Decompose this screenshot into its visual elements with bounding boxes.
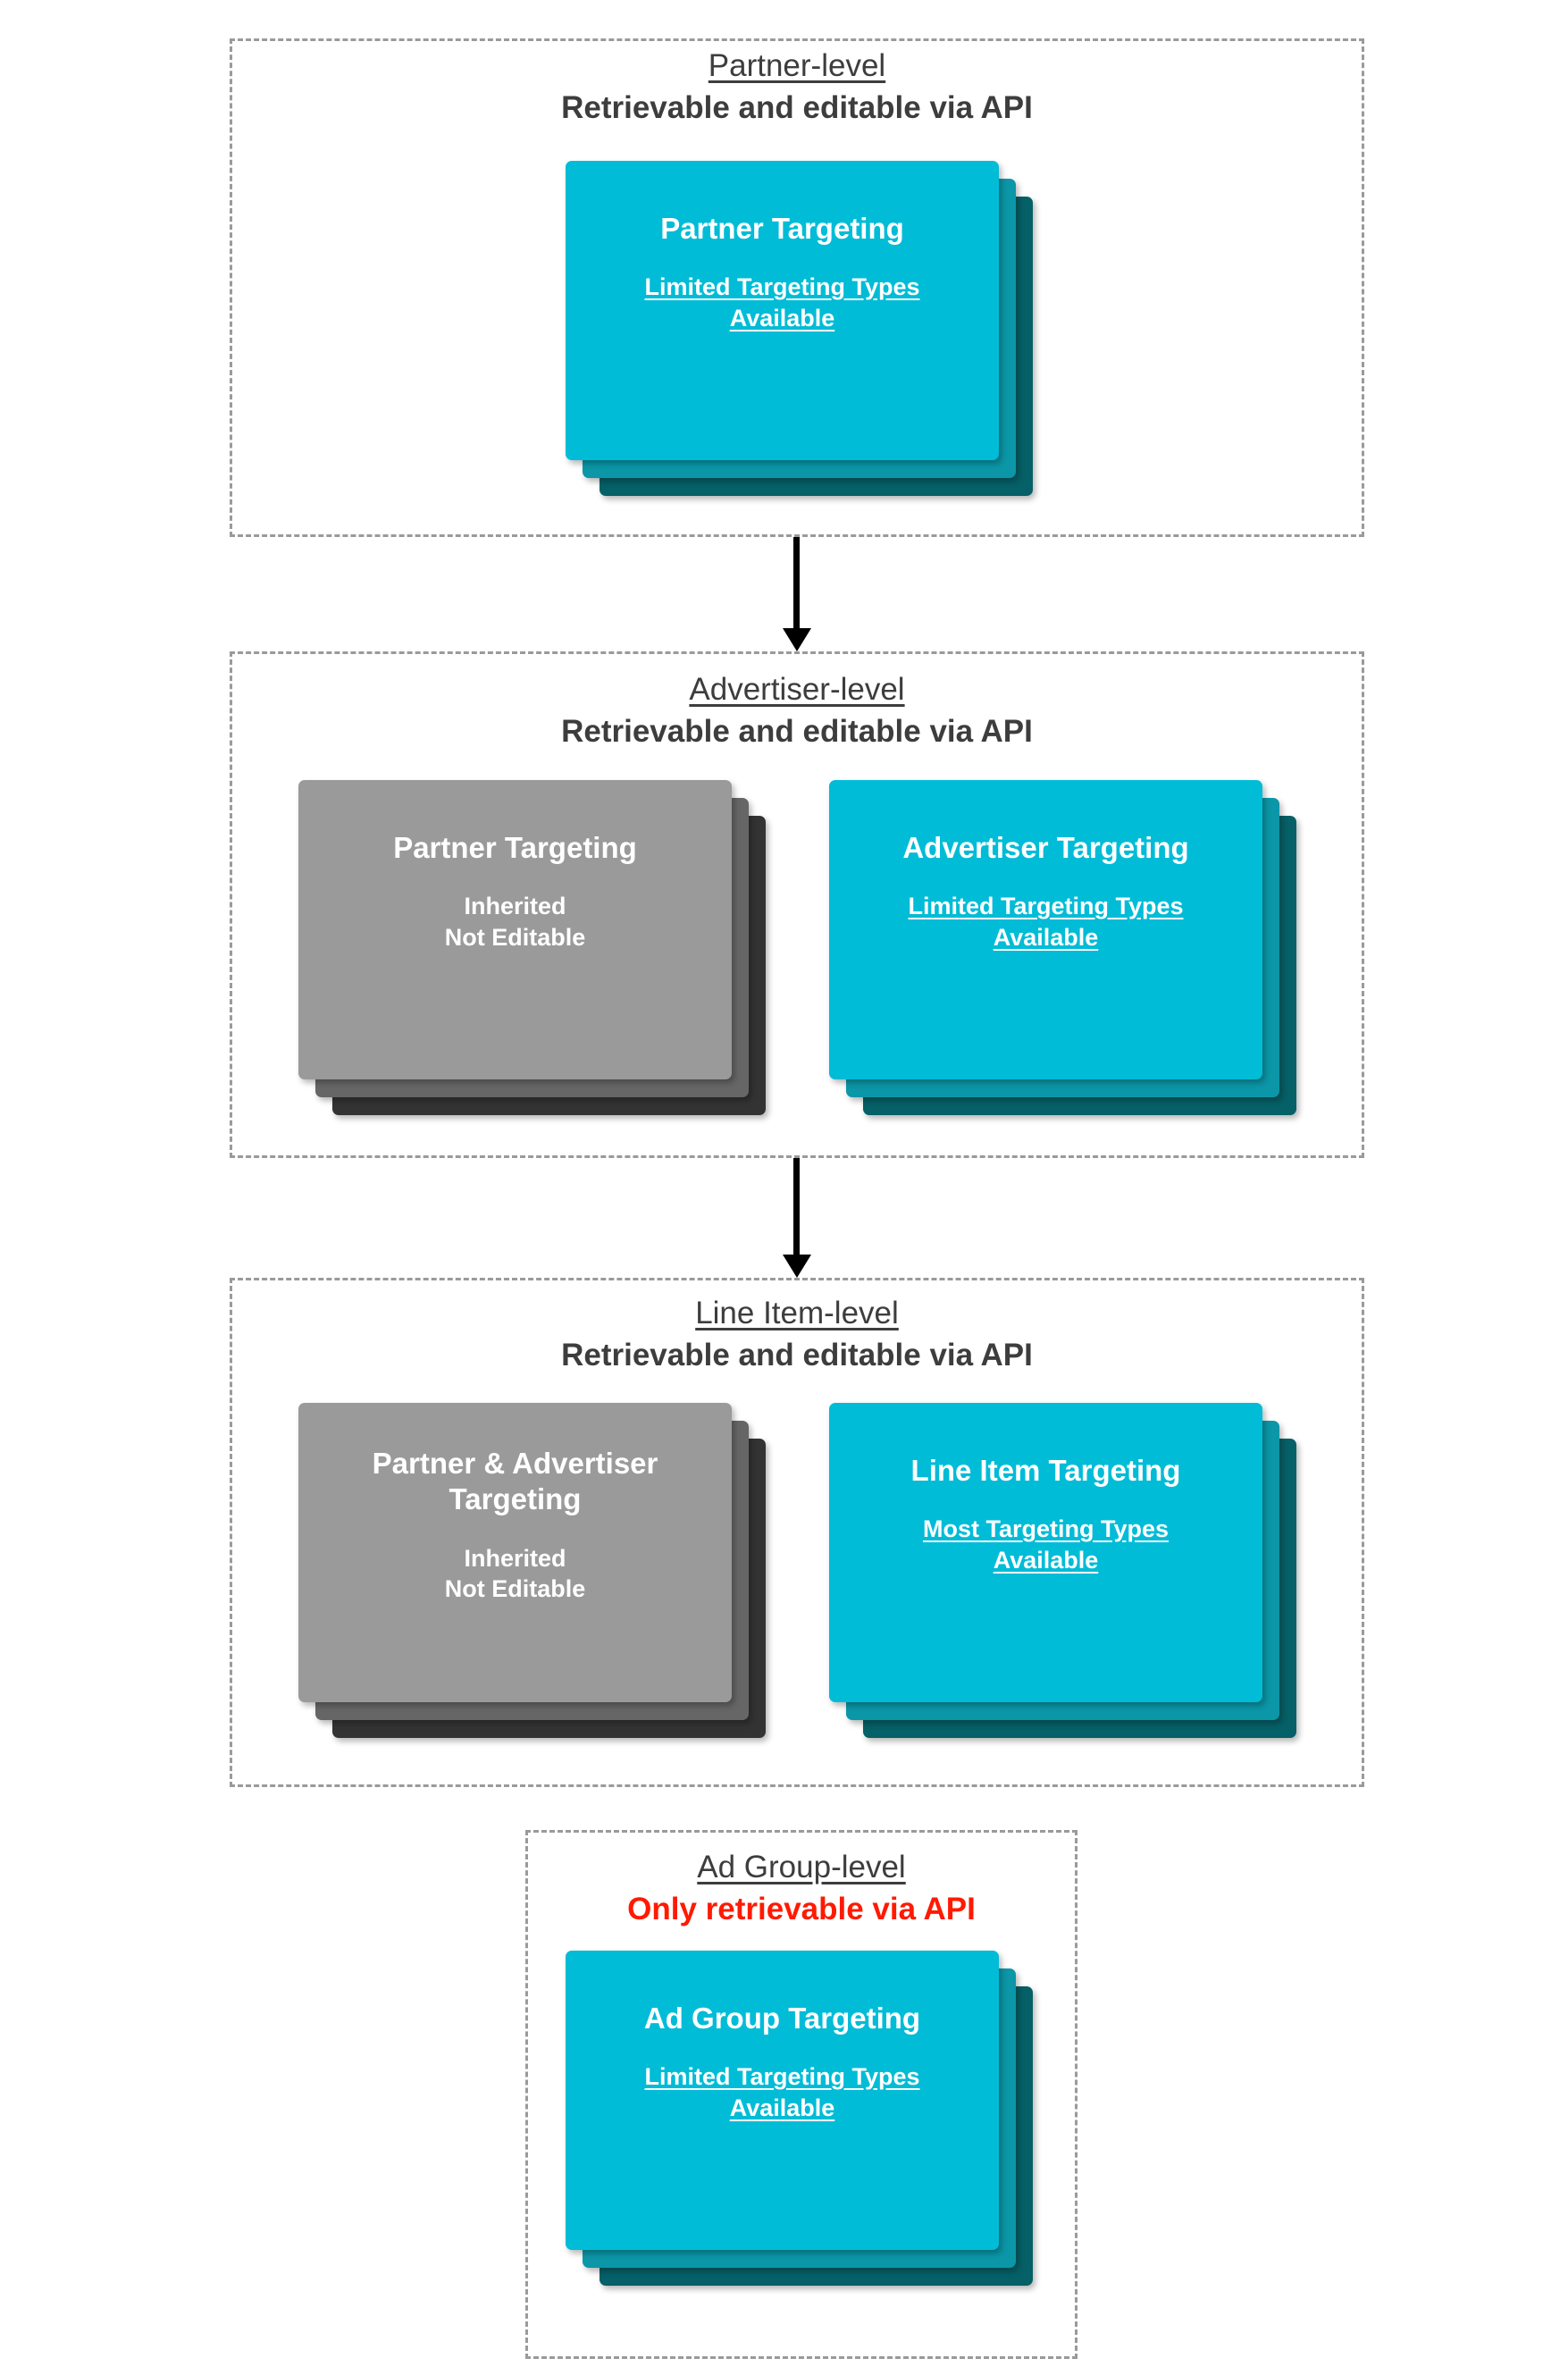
card-content: Line Item Targeting Most Targeting Types… (829, 1403, 1262, 1702)
level-subtitle-ad-group: Only retrievable via API (627, 1891, 976, 1926)
card-content: Advertiser Targeting Limited Targeting T… (829, 780, 1262, 1079)
card-note: Inherited Not Editable (445, 891, 586, 953)
card-note-line-1: Limited Targeting Types (908, 893, 1184, 920)
arrow-shaft (793, 1158, 800, 1255)
card-note: Limited Targeting Types Available (644, 2061, 919, 2123)
card-note-line-2: Not Editable (444, 1575, 586, 1603)
arrow-head (783, 628, 811, 651)
card-note-line-1: Inherited (464, 1544, 566, 1572)
card-note: Limited Targeting Types Available (644, 272, 919, 333)
card-layer-front (566, 161, 999, 460)
card-content: Partner Targeting Limited Targeting Type… (566, 161, 999, 460)
level-container-line-item (230, 1278, 1364, 1787)
card-note-line-2: Available (993, 923, 1099, 951)
card-inherited-partner-targeting[interactable]: Partner Targeting Inherited Not Editable (298, 780, 766, 1115)
card-title: Partner Targeting (393, 831, 637, 864)
level-header-advertiser: Advertiser-level Retrievable and editabl… (230, 670, 1364, 752)
card-title-line-2: Targeting (449, 1482, 582, 1516)
level-container-advertiser (230, 651, 1364, 1158)
card-title: Partner & Advertiser Targeting (373, 1446, 658, 1518)
card-content: Partner & Advertiser Targeting Inherited… (298, 1403, 732, 1702)
level-subtitle-partner: Retrievable and editable via API (561, 89, 1033, 125)
card-note-line-2: Not Editable (444, 923, 586, 951)
card-note-line-1: Limited Targeting Types (644, 2063, 920, 2091)
card-title: Partner Targeting (660, 212, 904, 245)
card-layer-front (566, 1951, 999, 2250)
card-ad-group-targeting[interactable]: Ad Group Targeting Limited Targeting Typ… (566, 1951, 1033, 2286)
card-note-line-2: Available (729, 304, 835, 332)
arrow-head (783, 1255, 811, 1278)
arrow-shaft (793, 537, 800, 628)
level-title-advertiser: Advertiser-level (689, 672, 905, 707)
card-layer-front (829, 780, 1262, 1079)
level-header-partner: Partner-level Retrievable and editable v… (230, 46, 1364, 129)
card-content: Ad Group Targeting Limited Targeting Typ… (566, 1951, 999, 2250)
card-title: Line Item Targeting (910, 1454, 1181, 1487)
card-partner-targeting[interactable]: Partner Targeting Limited Targeting Type… (566, 161, 1033, 496)
card-layer-front (829, 1403, 1262, 1702)
card-note-line-1: Limited Targeting Types (644, 273, 920, 301)
card-note: Limited Targeting Types Available (908, 891, 1183, 953)
card-layer-front (298, 780, 732, 1079)
level-container-partner (230, 38, 1364, 537)
card-note: Most Targeting Types Available (923, 1514, 1169, 1575)
level-header-ad-group: Ad Group-level Only retrievable via API (525, 1848, 1077, 1930)
arrow-partner-to-advertiser (779, 537, 815, 651)
card-layer-front (298, 1403, 732, 1702)
arrow-advertiser-to-line-item (779, 1158, 815, 1278)
card-advertiser-targeting[interactable]: Advertiser Targeting Limited Targeting T… (829, 780, 1296, 1115)
level-title-line-item: Line Item-level (695, 1296, 899, 1330)
card-title-line-1: Partner & Advertiser (372, 1447, 658, 1480)
card-line-item-targeting[interactable]: Line Item Targeting Most Targeting Types… (829, 1403, 1296, 1738)
card-note-line-1: Inherited (464, 893, 566, 920)
level-container-ad-group (525, 1830, 1077, 2359)
card-note-line-2: Available (993, 1546, 1099, 1574)
card-note-line-2: Available (729, 2094, 835, 2121)
card-title: Advertiser Targeting (902, 831, 1189, 864)
level-title-partner: Partner-level (708, 48, 886, 83)
level-subtitle-advertiser: Retrievable and editable via API (561, 713, 1033, 749)
level-header-line-item: Line Item-level Retrievable and editable… (230, 1294, 1364, 1376)
card-content: Partner Targeting Inherited Not Editable (298, 780, 732, 1079)
level-title-ad-group: Ad Group-level (697, 1850, 906, 1884)
level-subtitle-line-item: Retrievable and editable via API (561, 1337, 1033, 1372)
card-note: Inherited Not Editable (445, 1543, 586, 1605)
card-inherited-partner-advertiser-targeting[interactable]: Partner & Advertiser Targeting Inherited… (298, 1403, 766, 1738)
card-title: Ad Group Targeting (643, 2002, 921, 2035)
card-note-line-1: Most Targeting Types (922, 1515, 1170, 1543)
